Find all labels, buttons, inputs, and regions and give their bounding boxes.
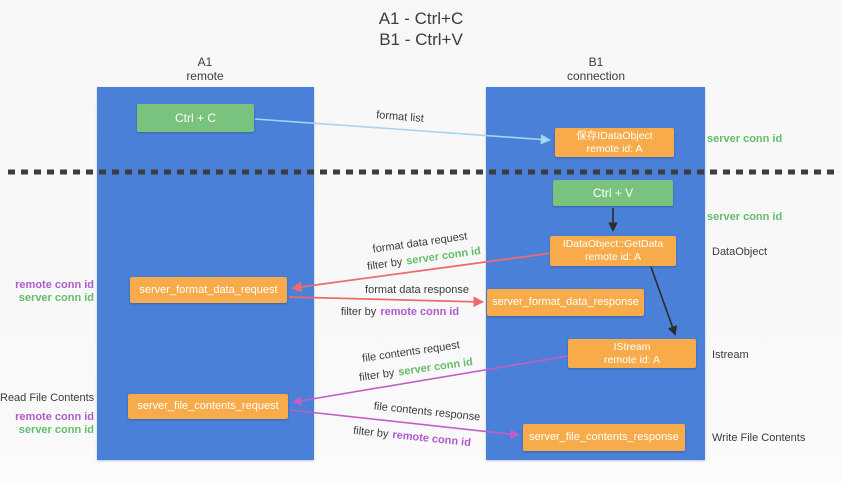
- annotation-server-conn-id-1: server conn id: [18, 292, 94, 304]
- annotation-write-file-contents: Write File Contents: [712, 432, 806, 444]
- title-line-2: B1 - Ctrl+V: [379, 30, 463, 49]
- lane-b1-subtitle: connection: [566, 69, 626, 83]
- annotation-remote-conn-id-2: remote conn id: [15, 411, 94, 423]
- server-file-contents-response-box: server_file_contents_response: [523, 424, 685, 451]
- annotation-server-conn-id-mid: server conn id: [707, 211, 783, 223]
- ctrl-v-box: Ctrl + V: [553, 180, 673, 206]
- server-format-data-request-box: server_format_data_request: [130, 277, 287, 303]
- server-format-data-response-label: server_format_data_response: [492, 296, 639, 308]
- lane-header-b1: B1 connection: [526, 55, 666, 83]
- ctrl-v-label: Ctrl + V: [592, 185, 634, 200]
- save-dataobject-line1: 保存IDataObject: [576, 129, 653, 142]
- istream-line2: remote id: A: [603, 353, 661, 366]
- server-format-data-request-label: server_format_data_request: [139, 283, 278, 296]
- format-list-label: format list: [375, 109, 425, 125]
- remote-conn-id-text: remote conn id: [380, 306, 460, 318]
- getdata-line1: IDataObject::GetData: [562, 238, 664, 250]
- lane-b1-title: B1: [588, 55, 604, 69]
- diagram-title: A1 - Ctrl+C B1 - Ctrl+V: [0, 8, 842, 50]
- annotation-server-conn-id-2: server conn id: [18, 424, 94, 436]
- format-data-response-arrow: [288, 296, 485, 308]
- save-dataobject-box: 保存IDataObject remote id: A: [555, 128, 674, 157]
- lane-a1-subtitle: remote: [186, 69, 224, 83]
- istream-box: IStream remote id: A: [568, 339, 696, 368]
- getdata-line2: remote id: A: [584, 251, 642, 263]
- filter-by-text: filter by: [340, 306, 377, 318]
- file-contents-response-label: file contents response: [373, 400, 481, 424]
- save-dataobject-line2: remote id: A: [586, 142, 643, 155]
- server-file-contents-request-label: server_file_contents_request: [137, 400, 279, 412]
- server-conn-id-text: server conn id: [397, 356, 474, 379]
- istream-line1: IStream: [613, 340, 651, 353]
- lane-header-a1: A1 remote: [135, 55, 275, 83]
- remote-conn-id-text: remote conn id: [391, 428, 472, 450]
- filter-by-text: filter by: [358, 367, 396, 384]
- annotation-read-file-contents: Read File Contents: [0, 392, 95, 404]
- server-format-data-response-box: server_format_data_response: [487, 289, 644, 316]
- server-file-contents-response-label: server_file_contents_response: [529, 431, 679, 443]
- annotation-server-conn-id-top: server conn id: [707, 133, 783, 145]
- ctrl-c-label: Ctrl + C: [174, 110, 216, 125]
- title-line-1: A1 - Ctrl+C: [378, 9, 464, 28]
- filter-by-text: filter by: [366, 256, 404, 273]
- format-data-response-label: format data response: [365, 284, 469, 296]
- filter-by-text: filter by: [352, 424, 390, 441]
- annotation-dataobject: DataObject: [712, 246, 768, 258]
- ctrl-c-box: Ctrl + C: [137, 104, 254, 132]
- lane-a1-title: A1: [197, 55, 213, 69]
- getdata-box: IDataObject::GetData remote id: A: [550, 236, 676, 266]
- server-file-contents-request-box: server_file_contents_request: [128, 394, 288, 419]
- annotation-remote-conn-id-1: remote conn id: [15, 279, 94, 291]
- annotation-istream: Istream: [712, 349, 749, 361]
